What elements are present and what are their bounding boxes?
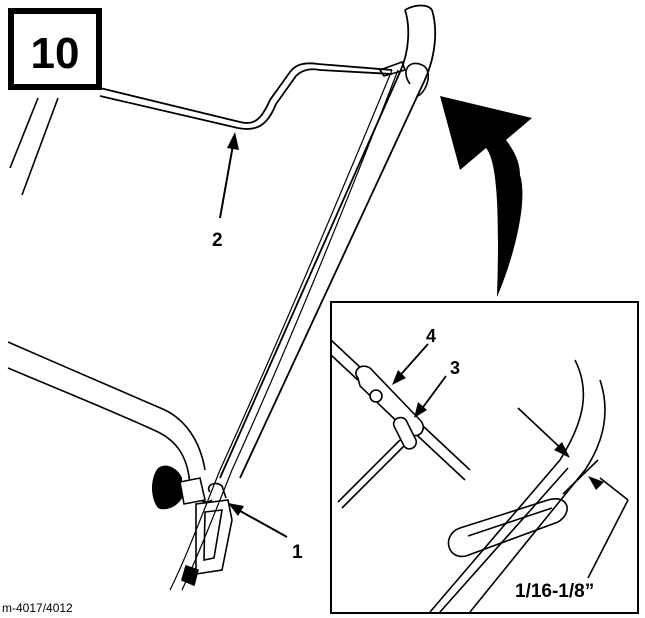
step-number: 10: [31, 29, 80, 78]
callout-label-1: 1: [292, 542, 303, 563]
callout-label-4: 4: [426, 326, 436, 346]
control-bail: [99, 62, 393, 130]
handle-knob: [152, 465, 206, 510]
inset-handle-tube: [429, 359, 606, 613]
inset-slot: [447, 498, 568, 558]
callout-arrow-3: [414, 375, 447, 418]
inset-link-plate: [355, 365, 425, 450]
cable-link-top: [378, 60, 430, 97]
callout-arrow-2: [219, 132, 239, 219]
detail-inset: [330, 301, 639, 614]
figure-code: m-4017/4012: [2, 601, 73, 615]
control-cable: [169, 69, 399, 591]
measurement-arrow-upper: [554, 442, 570, 458]
callout-label-3: 3: [450, 358, 460, 378]
step-number-box: 10: [8, 8, 102, 90]
measurement-label: 1/16-1/8”: [515, 581, 594, 602]
callout-arrow-1: [228, 503, 288, 538]
callout-arrow-4: [392, 343, 429, 385]
callout-label-2: 2: [212, 230, 223, 251]
handle-bar-left: [9, 97, 59, 196]
measurement-arrow-lower: [588, 476, 604, 490]
rotation-arrow: [440, 96, 532, 297]
cable-bracket-bottom: [181, 482, 233, 587]
